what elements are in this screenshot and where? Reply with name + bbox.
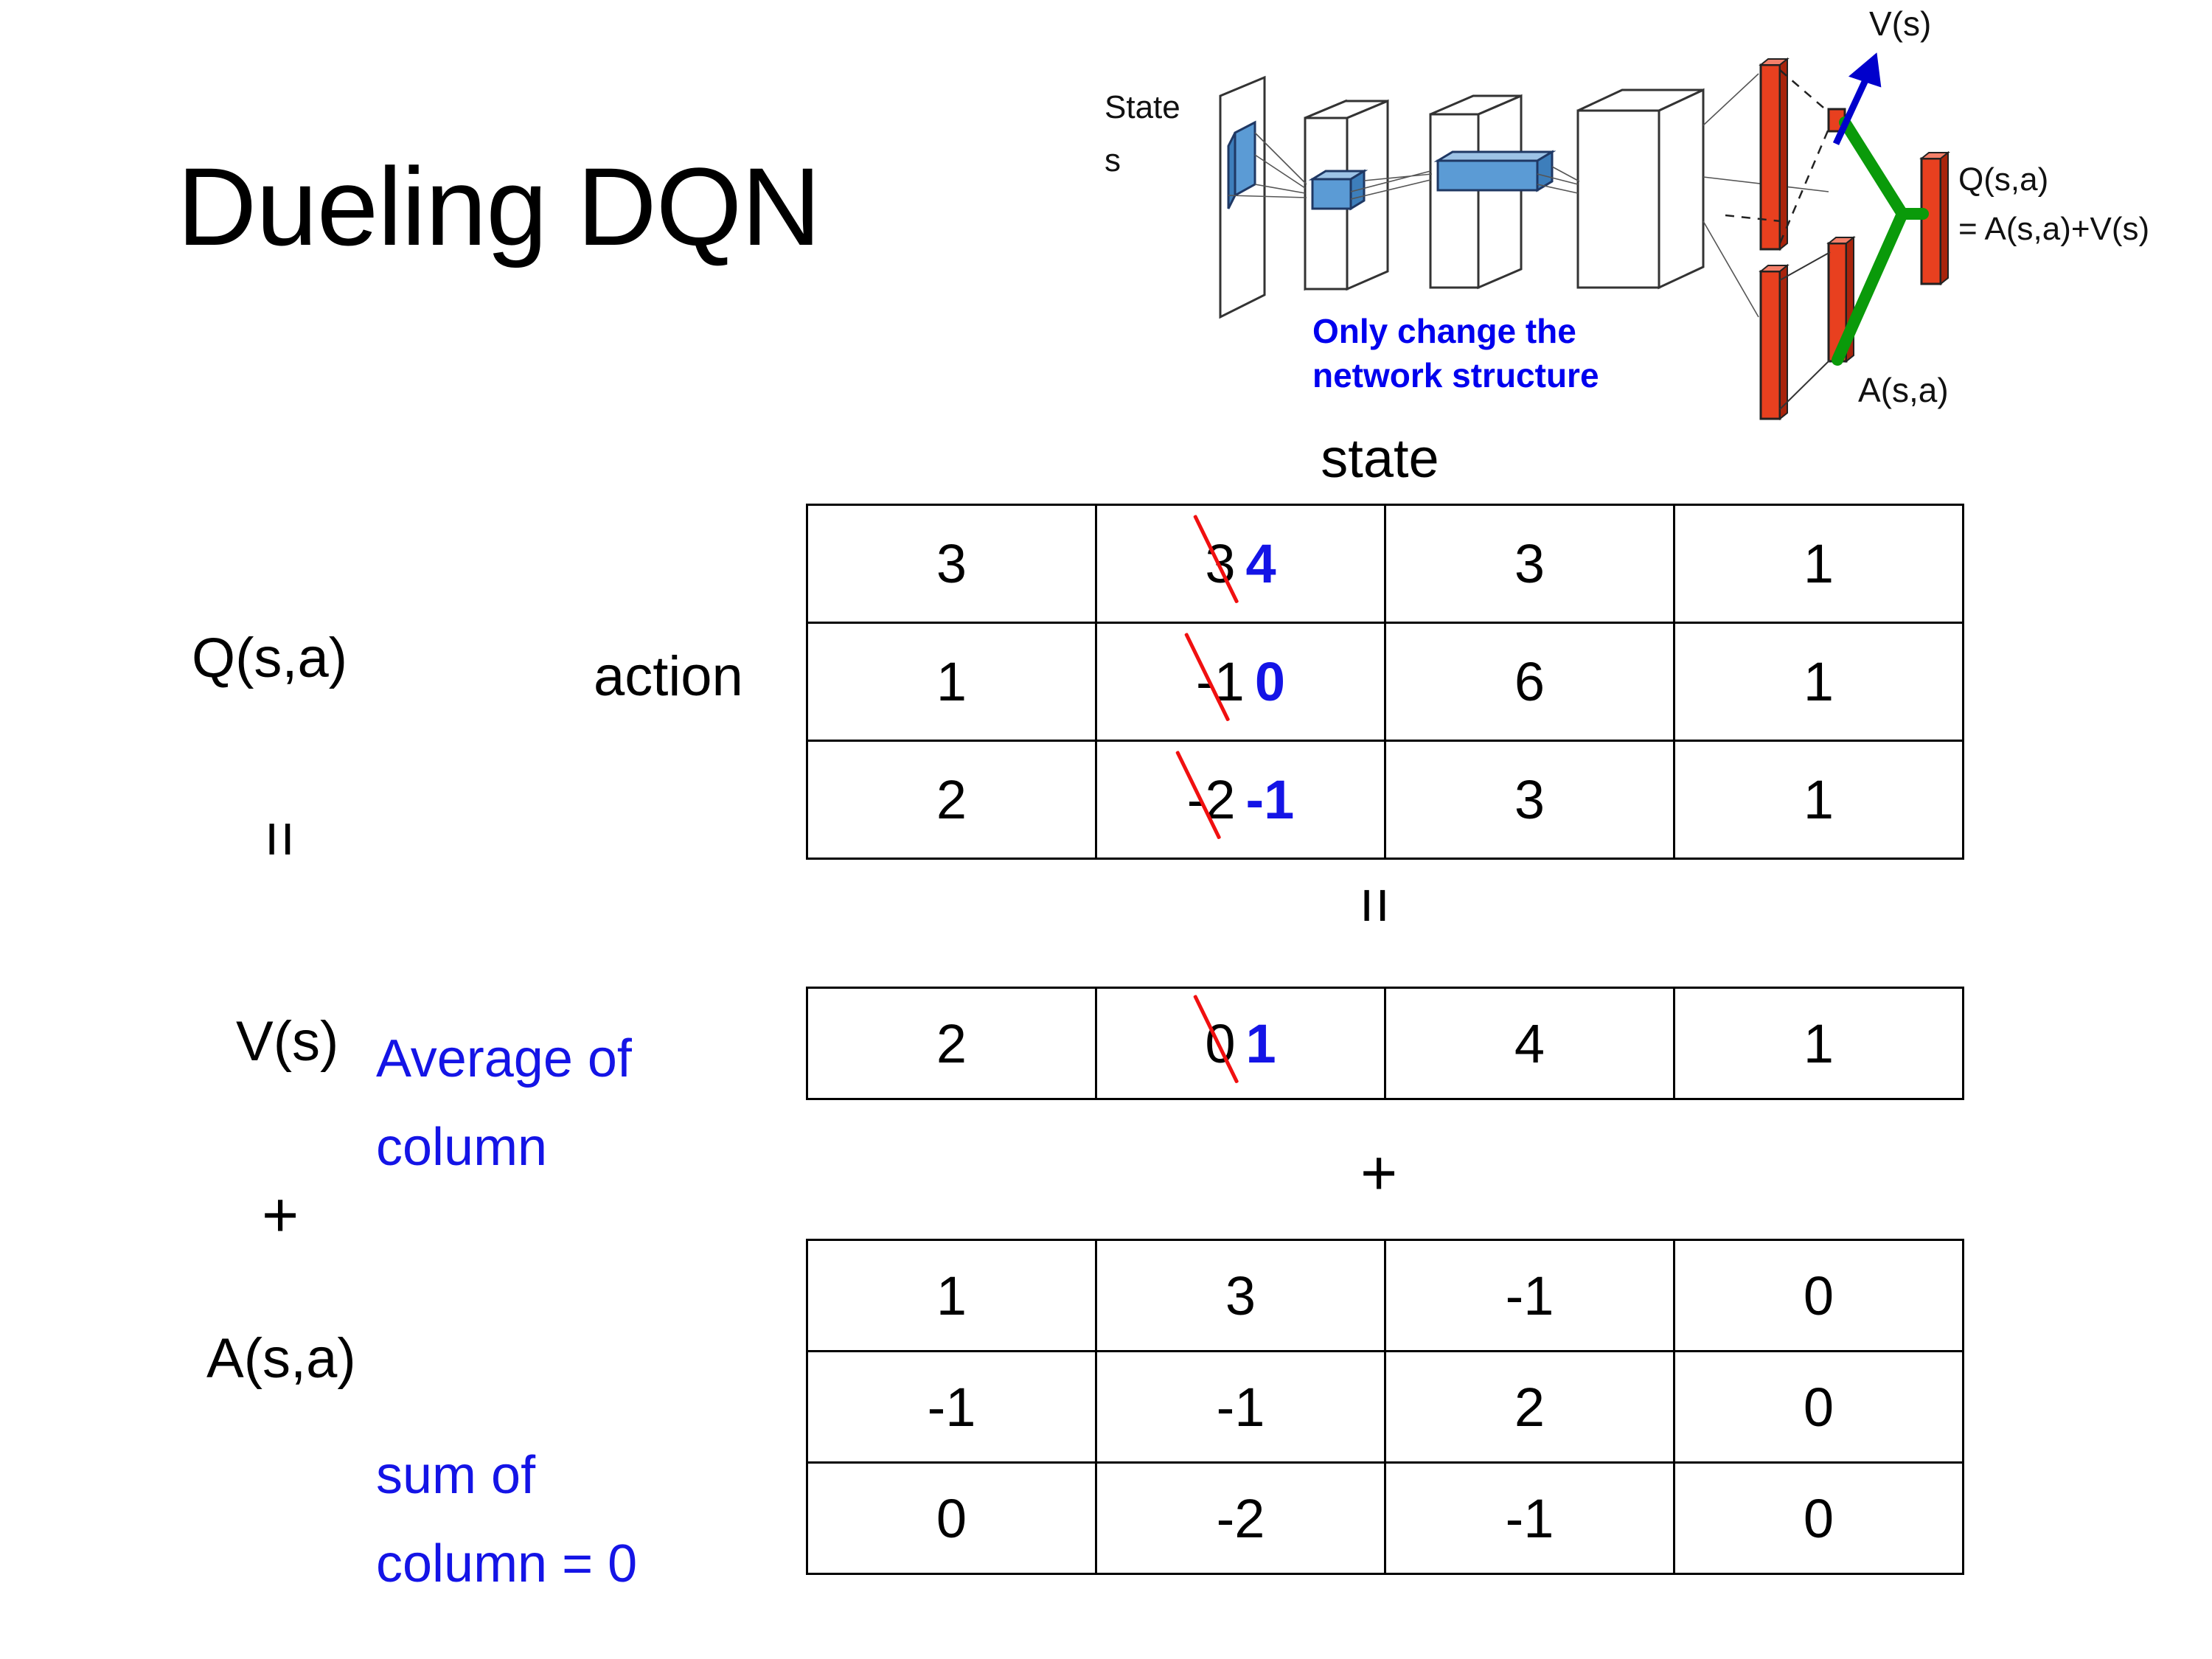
table-cell: 1 — [1673, 504, 1964, 624]
updated-value: 1 — [1245, 1012, 1276, 1074]
v-value-table: 20141 — [806, 987, 1964, 1100]
table-row: 20141 — [806, 987, 1964, 1100]
strikethrough-mark — [1175, 750, 1222, 840]
table-cell: 0 — [1673, 1350, 1964, 1464]
average-note-line2: column — [376, 1118, 548, 1177]
q-function-label: Q(s,a) — [192, 627, 348, 689]
diagram-state-sub: s — [1105, 142, 1121, 178]
table-cell: 2 — [806, 740, 1097, 860]
struck-value: 0 — [1193, 994, 1239, 1084]
strikethrough-mark — [1193, 514, 1239, 604]
diagram-v-label: V(s) — [1869, 4, 1931, 43]
table-cell: -1 — [1095, 1350, 1386, 1464]
table-cell: 34 — [1095, 504, 1386, 624]
sum-note-line1: sum of — [376, 1446, 536, 1505]
struck-value: 3 — [1193, 514, 1239, 604]
action-axis-label: action — [594, 645, 743, 708]
table-cell: 1 — [806, 622, 1097, 742]
table-cell: -2 — [1095, 1461, 1386, 1575]
a-function-label: A(s,a) — [206, 1327, 356, 1390]
updated-value: 4 — [1245, 533, 1276, 594]
diagram-q-formula: = A(s,a)+V(s) — [1958, 211, 2149, 247]
updated-value: 0 — [1254, 651, 1285, 712]
diagram-q-label: Q(s,a) — [1958, 161, 2048, 198]
table-cell: 0 — [1673, 1461, 1964, 1575]
plus-sign-left: + — [262, 1180, 299, 1251]
table-cell: 1 — [1673, 987, 1964, 1100]
average-note-line1: Average of — [376, 1029, 632, 1088]
table-cell: 3 — [1095, 1239, 1386, 1352]
table-cell: 1 — [806, 1239, 1097, 1352]
table-cell: -2-1 — [1095, 740, 1386, 860]
diagram-note-line1: Only change the — [1312, 312, 1576, 350]
table-cell: 2 — [1384, 1350, 1675, 1464]
page-title: Dueling DQN — [177, 145, 821, 268]
strikethrough-mark — [1184, 632, 1231, 722]
struck-value: -1 — [1184, 632, 1245, 722]
table-cell: -1 — [1384, 1461, 1675, 1575]
table-cell: 4 — [1384, 987, 1675, 1100]
updated-value: -1 — [1245, 769, 1295, 830]
table-cell: -1 — [1384, 1239, 1675, 1352]
table-cell: 3 — [1384, 740, 1675, 860]
strikethrough-mark — [1193, 994, 1239, 1084]
diagram-a-label: A(s,a) — [1858, 371, 1949, 409]
equals-sign-left: = — [245, 820, 316, 858]
equals-sign-mid: = — [1340, 886, 1411, 925]
dueling-network-diagram: State s Only change the network structur… — [1091, 0, 2212, 420]
table-cell: 3 — [806, 504, 1097, 624]
diagram-state-label: State — [1105, 89, 1180, 125]
table-cell: 01 — [1095, 987, 1386, 1100]
v-function-label: V(s) — [236, 1010, 339, 1073]
table-cell: 6 — [1384, 622, 1675, 742]
struck-value: -2 — [1175, 750, 1236, 840]
table-cell: 0 — [806, 1461, 1097, 1575]
plus-sign-mid: + — [1360, 1138, 1398, 1208]
sum-note-line2: column = 0 — [376, 1534, 638, 1593]
table-cell: 1 — [1673, 622, 1964, 742]
table-cell: 2 — [806, 987, 1097, 1100]
table-cell: 3 — [1384, 504, 1675, 624]
table-cell: -1 — [806, 1350, 1097, 1464]
diagram-note-line2: network structure — [1312, 356, 1599, 394]
table-cell: 1 — [1673, 740, 1964, 860]
table-row: 33431 — [806, 504, 1964, 624]
table-cell: 0 — [1673, 1239, 1964, 1352]
state-axis-label: state — [1321, 428, 1439, 489]
